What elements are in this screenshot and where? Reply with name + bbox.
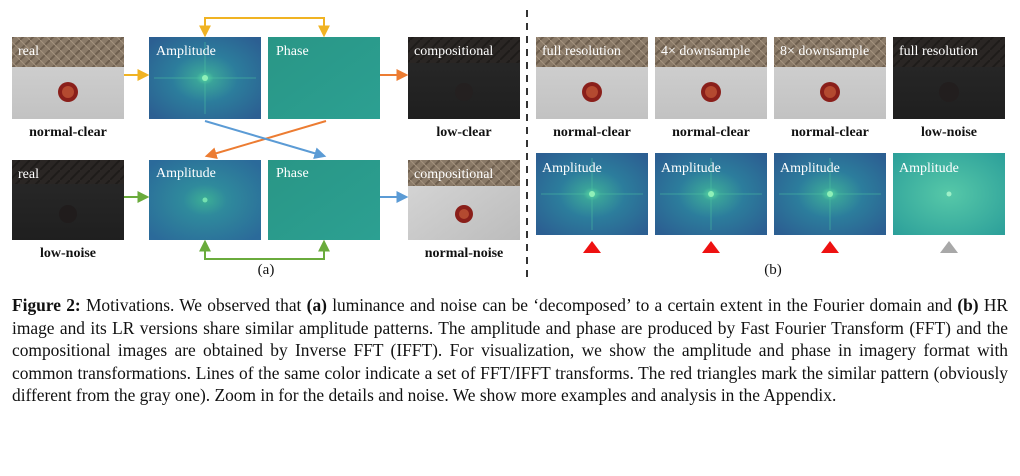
panel-b-photo-label: normal-clear (553, 125, 631, 140)
panel-b-amplitude-title: Amplitude (661, 161, 721, 176)
amplitude-map-normal-clear: Amplitude (149, 37, 261, 119)
arrow-yellow-bracket (199, 17, 330, 38)
panel-b-amplitude-3: Amplitude (774, 153, 886, 235)
compositional-low-clear-image: compositional (408, 37, 520, 119)
label-normal-noise: normal-noise (425, 246, 504, 261)
panel-b-amplitude-1: Amplitude (536, 153, 648, 235)
label-normal-clear: normal-clear (29, 125, 107, 140)
figure-caption: Figure 2: Motivations. We observed that … (12, 294, 1008, 407)
panel-b-amplitude-2: Amplitude (655, 153, 767, 235)
panel-b-photo-4: full resolution (893, 37, 1005, 119)
figure-canvas: real normal-clear Amplitude Phase compos… (12, 10, 1005, 282)
amplitude-title: Amplitude (156, 44, 216, 59)
triangle-marker-gray (940, 241, 958, 253)
caption-label: Figure 2: (12, 295, 81, 315)
panel-b-amplitude-title: Amplitude (542, 161, 602, 176)
phase-title-2: Phase (276, 166, 309, 181)
real-title: real (18, 44, 39, 59)
panel-b-photo-label: low-noise (921, 125, 977, 140)
phase-map-normal-clear: Phase (268, 37, 380, 119)
caption-text-2: luminance and noise can be ‘decomposed’ … (326, 295, 958, 315)
caption-ref-b: (b) (957, 295, 979, 315)
compositional-title: compositional (414, 44, 493, 59)
phase-title: Phase (276, 44, 309, 59)
compositional-normal-noise-image: compositional (408, 160, 520, 240)
panel-b-photo-1: full resolution (536, 37, 648, 119)
panel-b-photo-title: 4× downsample (661, 44, 750, 59)
triangle-marker-red (821, 241, 839, 253)
real-normal-clear-image: real (12, 37, 124, 119)
panel-a-sublabel: (a) (258, 262, 275, 278)
panel-b-amplitude-title: Amplitude (899, 161, 959, 176)
panel-b-photo-title: 8× downsample (780, 44, 869, 59)
panel-b-photo-label: normal-clear (791, 125, 869, 140)
triangle-marker-red (583, 241, 601, 253)
caption-text-1: Motivations. We observed that (80, 295, 307, 315)
amplitude-title-2: Amplitude (156, 166, 216, 181)
panel-b-photo-2: 4× downsample (655, 37, 767, 119)
label-low-noise: low-noise (40, 246, 96, 261)
caption-ref-a: (a) (306, 295, 327, 315)
panel-b-photo-title: full resolution (899, 44, 978, 59)
phase-map-low-noise: Phase (268, 160, 380, 240)
panel-b-photo-title: full resolution (542, 44, 621, 59)
arrow-blue-cross (204, 120, 327, 160)
panel-b-photo-label: normal-clear (672, 125, 750, 140)
arrow-green-bracket (199, 239, 330, 260)
panel-b-amplitude-4: Amplitude (893, 153, 1005, 235)
real-title-2: real (18, 167, 39, 182)
real-low-noise-image: real (12, 160, 124, 240)
panel-b-sublabel: (b) (764, 262, 782, 278)
panel-b-photo-3: 8× downsample (774, 37, 886, 119)
compositional-title-2: compositional (414, 167, 493, 182)
label-low-clear: low-clear (436, 125, 491, 140)
amplitude-map-low-noise: Amplitude (149, 160, 261, 240)
caption-text-3: HR image and its LR versions share simil… (12, 295, 1008, 406)
triangle-marker-red (702, 241, 720, 253)
panel-b-amplitude-title: Amplitude (780, 161, 840, 176)
